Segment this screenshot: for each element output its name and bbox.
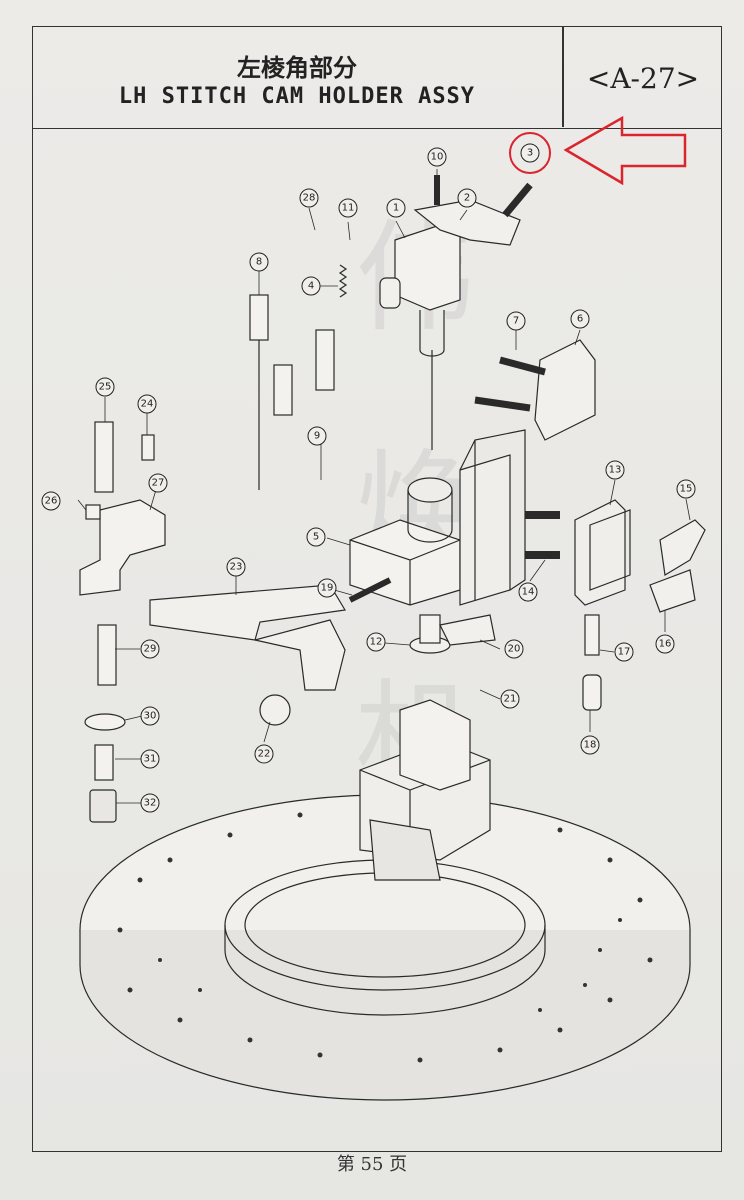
callout-7: 7: [506, 311, 526, 331]
svg-text:10: 10: [431, 152, 444, 163]
title-chinese: 左棱角部分: [237, 53, 357, 82]
svg-text:14: 14: [522, 587, 535, 598]
callout-5: 5: [306, 527, 326, 547]
callout-6: 6: [570, 309, 590, 329]
svg-text:4: 4: [308, 281, 314, 292]
callout-17: 17: [614, 642, 634, 662]
svg-text:16: 16: [659, 639, 672, 650]
svg-text:2: 2: [464, 193, 470, 204]
callout-23: 23: [226, 557, 246, 577]
callout-26: 26: [41, 491, 61, 511]
callout-8: 8: [249, 252, 269, 272]
svg-text:23: 23: [230, 562, 243, 573]
svg-text:1: 1: [393, 203, 399, 214]
svg-text:22: 22: [258, 749, 271, 760]
callout-29: 29: [140, 639, 160, 659]
callout-28: 28: [299, 188, 319, 208]
svg-text:9: 9: [314, 431, 320, 442]
callout-4: 4: [301, 276, 321, 296]
svg-text:7: 7: [513, 316, 519, 327]
page-code: <A-27>: [586, 62, 700, 95]
highlight-circle: [509, 132, 551, 174]
callout-15: 15: [676, 479, 696, 499]
callout-3: 3: [520, 143, 540, 163]
parts-drawing: [77, 169, 706, 1101]
svg-text:32: 32: [144, 798, 157, 809]
callout-12: 12: [366, 632, 386, 652]
callout-2: 2: [457, 188, 477, 208]
title-english: LH STITCH CAM HOLDER ASSY: [118, 84, 476, 109]
callout-11: 11: [338, 198, 358, 218]
svg-text:8: 8: [256, 257, 262, 268]
callout-18: 18: [580, 735, 600, 755]
callout-27: 27: [148, 473, 168, 493]
svg-text:17: 17: [618, 647, 631, 658]
callout-21: 21: [500, 689, 520, 709]
svg-text:3: 3: [527, 148, 533, 159]
svg-text:15: 15: [680, 484, 693, 495]
callout-13: 13: [605, 460, 625, 480]
svg-text:28: 28: [303, 193, 316, 204]
svg-text:25: 25: [99, 382, 112, 393]
svg-text:6: 6: [577, 314, 583, 325]
callout-16: 16: [655, 634, 675, 654]
callout-31: 31: [140, 749, 160, 769]
callout-14: 14: [518, 582, 538, 602]
svg-text:13: 13: [609, 465, 622, 476]
callout-22: 22: [254, 744, 274, 764]
svg-text:30: 30: [144, 711, 157, 722]
header-divider: [562, 26, 564, 127]
svg-text:12: 12: [370, 637, 383, 648]
svg-text:27: 27: [152, 478, 165, 489]
callout-25: 25: [95, 377, 115, 397]
highlight-annotation: [509, 115, 687, 186]
page-frame: [32, 26, 722, 1152]
callout-32: 32: [140, 793, 160, 813]
svg-text:18: 18: [584, 740, 597, 751]
svg-text:19: 19: [321, 583, 334, 594]
callout-30: 30: [140, 706, 160, 726]
callout-19: 19: [317, 578, 337, 598]
callout-9: 9: [307, 426, 327, 446]
svg-text:20: 20: [508, 644, 521, 655]
highlight-arrow-icon: [563, 115, 687, 186]
callout-10: 10: [427, 147, 447, 167]
svg-text:11: 11: [342, 203, 355, 214]
callout-20: 20: [504, 639, 524, 659]
svg-text:29: 29: [144, 644, 157, 655]
part-callouts: 1 2 3 4 5 6 7 8 9 10 11 12 13 14 15 16 1…: [41, 143, 696, 813]
svg-text:5: 5: [313, 532, 319, 543]
page-header: 左棱角部分 LH STITCH CAM HOLDER ASSY <A-27>: [32, 26, 722, 129]
callout-24: 24: [137, 394, 157, 414]
svg-text:31: 31: [144, 754, 157, 765]
svg-text:21: 21: [504, 694, 517, 705]
callout-1: 1: [386, 198, 406, 218]
svg-text:24: 24: [141, 399, 154, 410]
svg-text:26: 26: [45, 496, 58, 507]
page-footer: 第 55 页: [336, 1154, 408, 1175]
